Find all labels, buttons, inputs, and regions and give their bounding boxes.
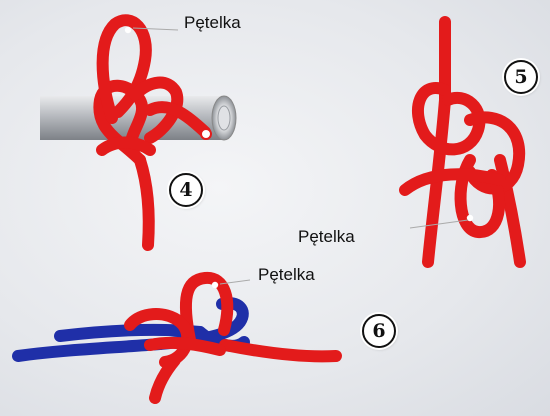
step-number-6: 6 bbox=[362, 314, 396, 348]
step-number-4: 4 bbox=[169, 173, 203, 207]
step-number-5: 5 bbox=[504, 60, 538, 94]
loop-label-step6: Pętelka bbox=[258, 266, 315, 283]
step4-knot bbox=[40, 20, 236, 245]
loop-label-step5: Pętelka bbox=[298, 228, 355, 245]
step6-knot bbox=[18, 278, 336, 398]
step5-leader-line bbox=[410, 220, 468, 228]
step4-loop-marker bbox=[125, 27, 131, 33]
loop-label-step4: Pętelka bbox=[184, 14, 241, 31]
step5-knot bbox=[405, 22, 520, 262]
step6-loop-marker bbox=[212, 282, 218, 288]
